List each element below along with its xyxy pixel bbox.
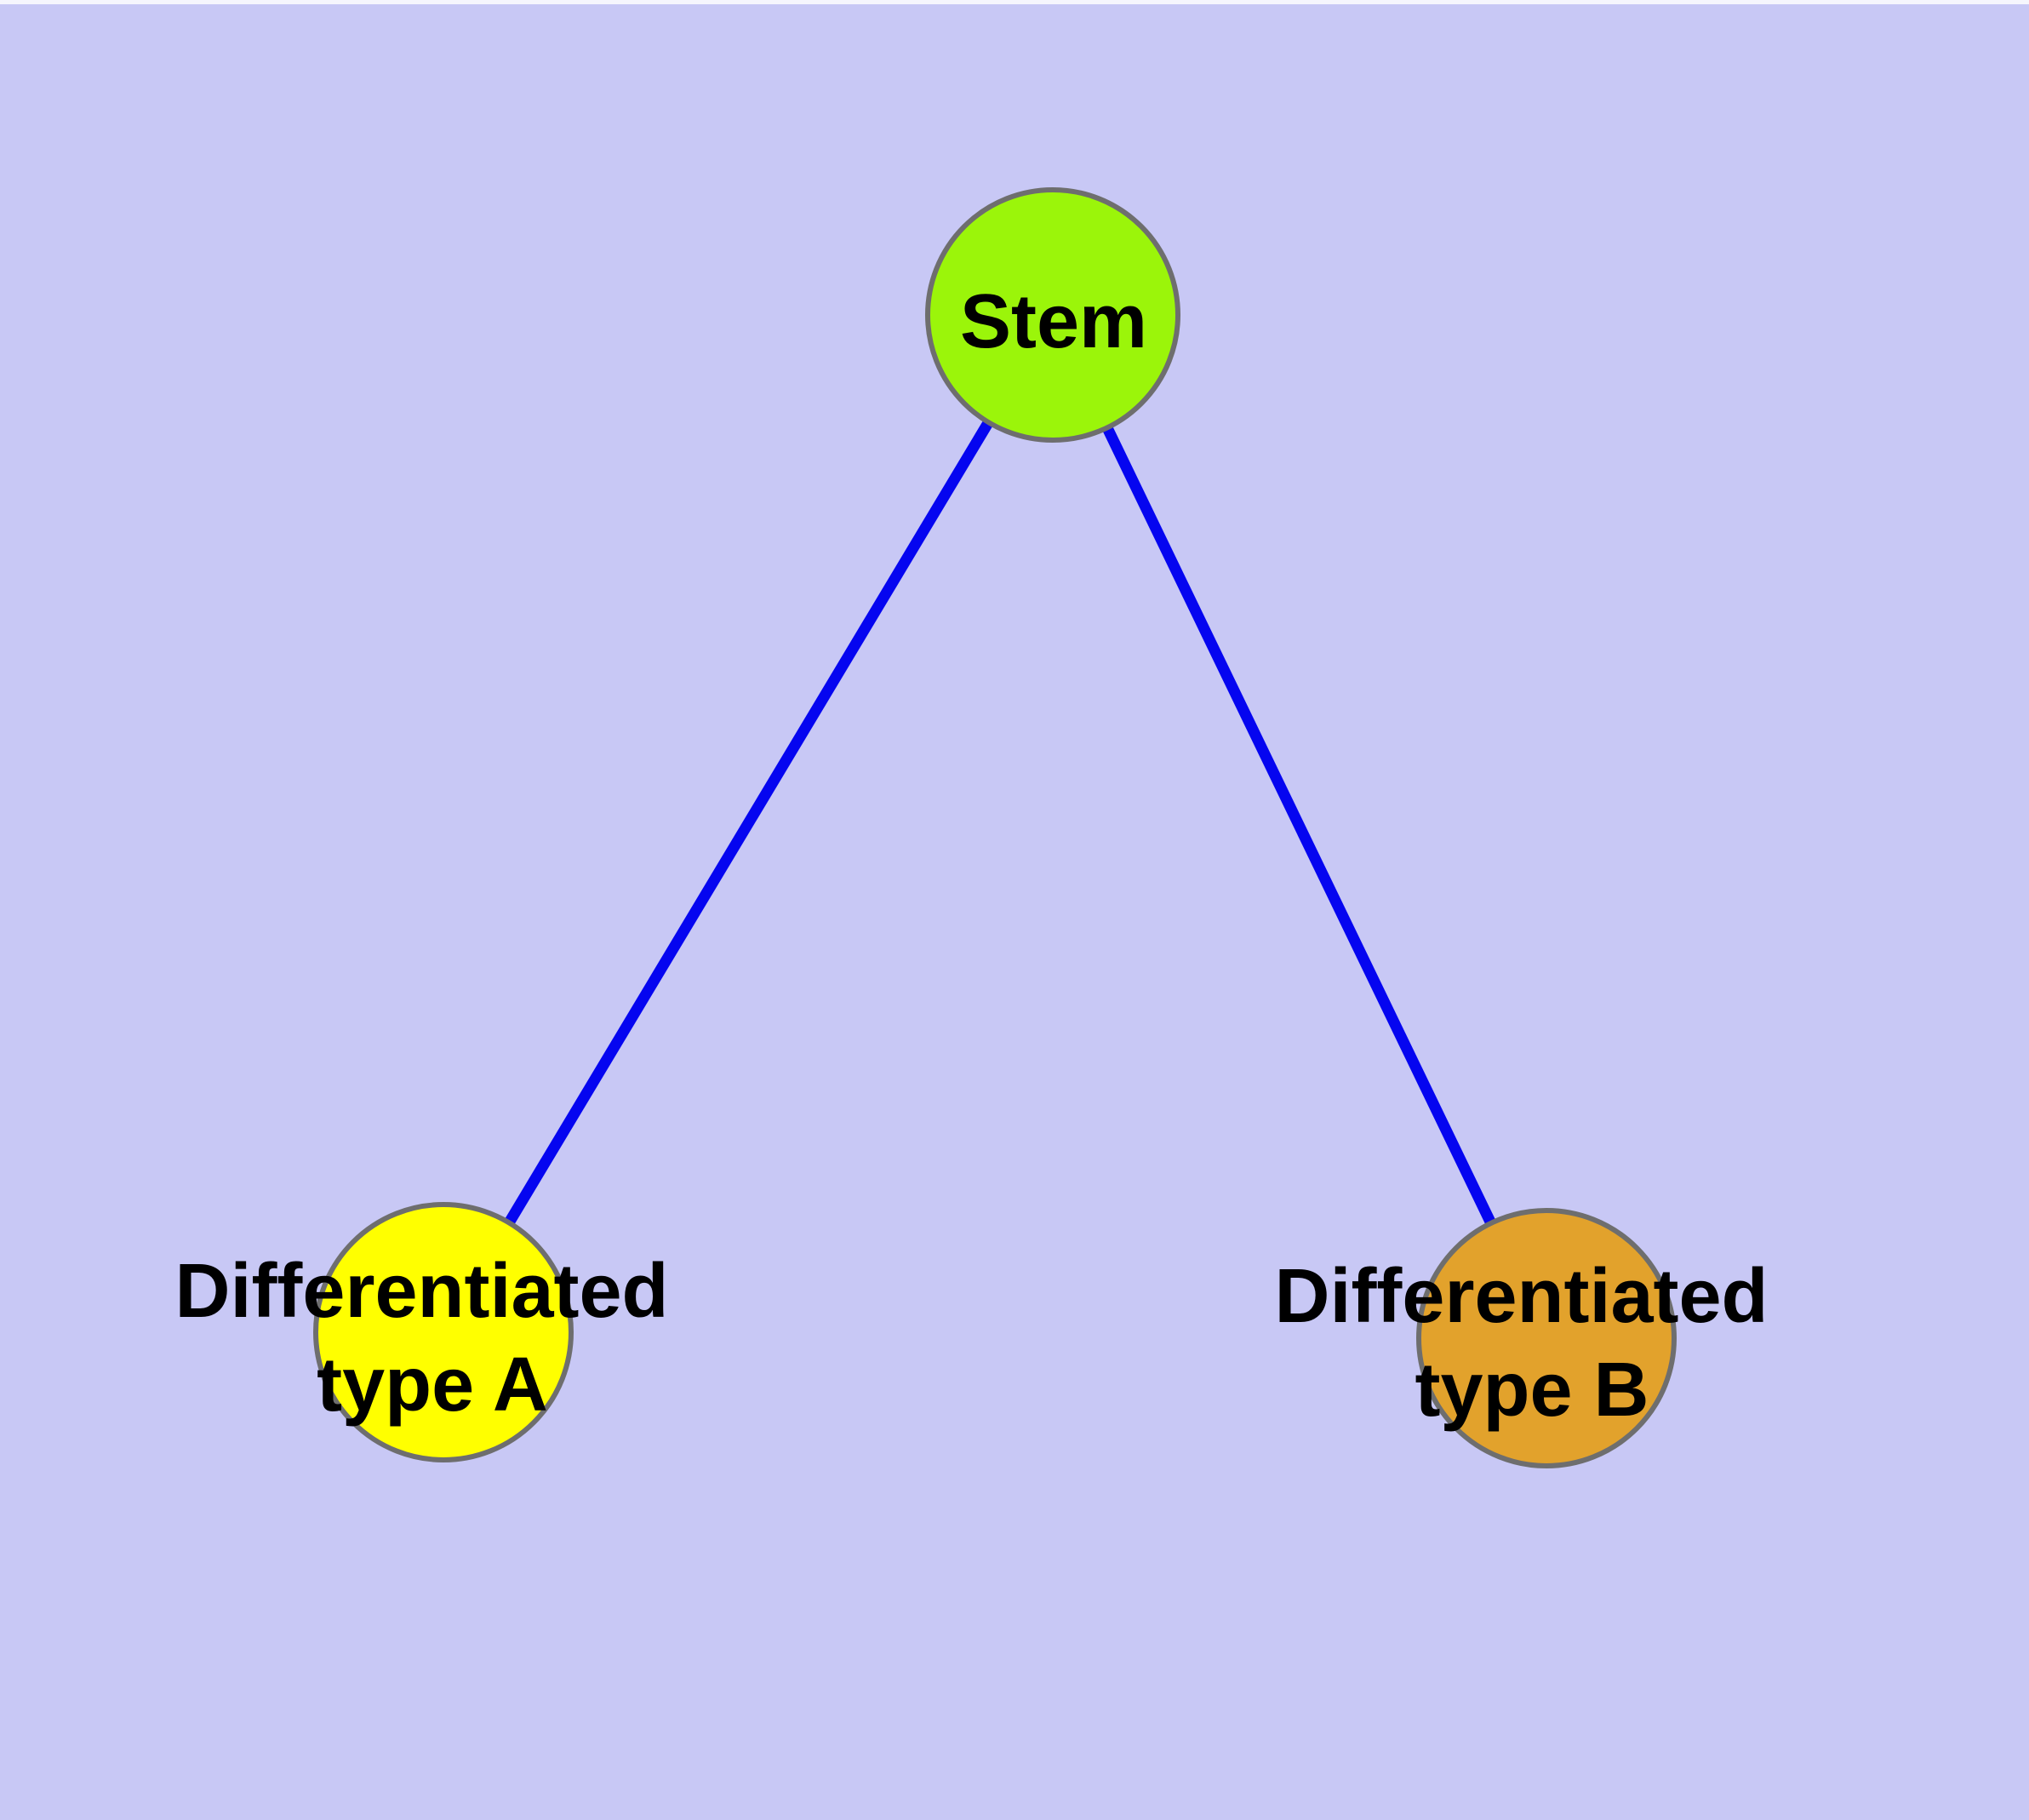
node-type-b-label: Differentiated type B bbox=[1274, 1254, 1789, 1433]
node-type-b-label-line1: Differentiated bbox=[1274, 1254, 1768, 1339]
node-differentiated-type-b bbox=[1416, 1208, 1677, 1468]
node-type-a-label-line1: Differentiated bbox=[174, 1249, 668, 1334]
node-stem-label: Stem bbox=[960, 279, 1147, 364]
node-type-a-label-line2: type A bbox=[317, 1342, 548, 1428]
figure-top-strip bbox=[0, 0, 2029, 4]
edge-stem-to-type-a bbox=[438, 312, 1058, 1336]
node-differentiated-type-a bbox=[313, 1202, 574, 1462]
node-type-a-label: Differentiated type A bbox=[174, 1249, 689, 1428]
edge-stem-to-type-b bbox=[1048, 312, 1552, 1341]
node-type-b-label-line2: type B bbox=[1415, 1348, 1649, 1433]
node-stem bbox=[925, 187, 1180, 443]
